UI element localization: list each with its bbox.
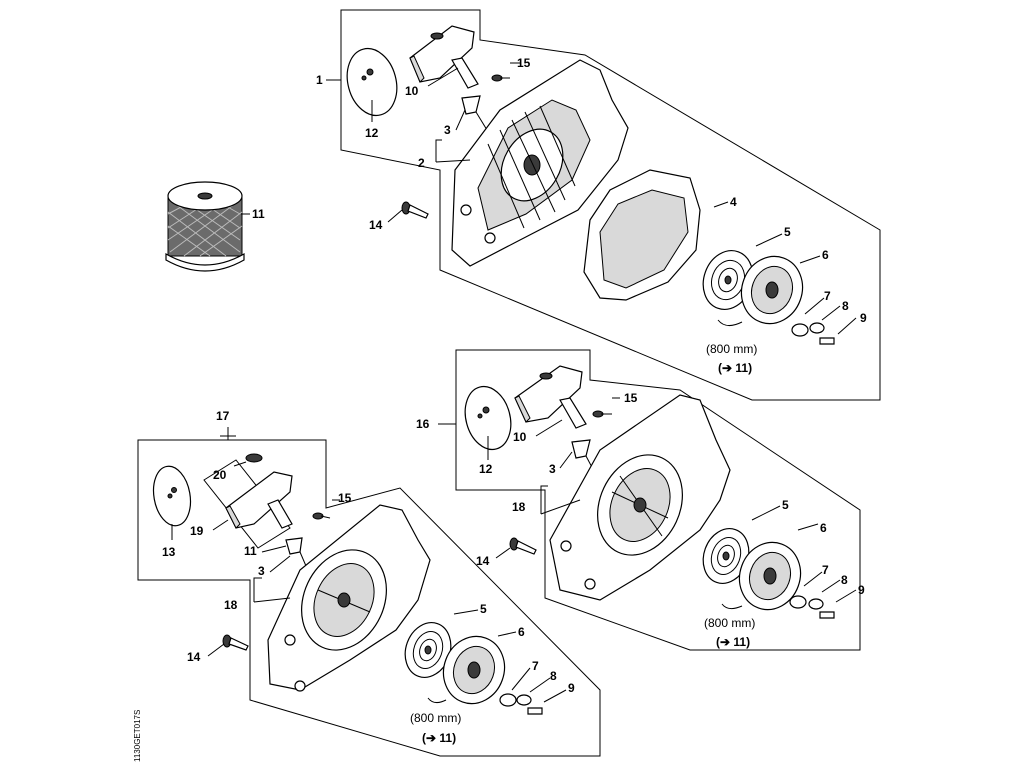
part-number-15: 15	[517, 56, 531, 70]
screw-part	[222, 634, 249, 651]
part-number-1: 1	[316, 73, 323, 87]
washer-part	[819, 611, 835, 619]
rewind-spring-part	[702, 528, 750, 584]
part-number-14: 14	[187, 650, 201, 664]
part-number-3: 3	[549, 462, 556, 476]
screw-part	[491, 74, 510, 82]
rewind-spring-part	[404, 622, 452, 678]
part-number-3: 3	[444, 123, 451, 137]
rope-guide-bushing-part	[285, 537, 303, 555]
cross-reference-label: (➔ 11)	[716, 635, 750, 649]
part-number-9: 9	[568, 681, 575, 695]
part-number-7: 7	[824, 289, 831, 303]
part-number-9: 9	[858, 583, 865, 597]
cover-disc-part	[464, 385, 512, 451]
part-number-8: 8	[841, 573, 848, 587]
cross-reference-label: (➔ 11)	[718, 361, 752, 375]
part-number-11: 11	[252, 207, 265, 221]
drawing-code: 1130GET017S	[133, 710, 142, 762]
spring-clip-part	[809, 322, 825, 334]
part-number-6: 6	[518, 625, 525, 639]
pawl-part	[499, 693, 517, 707]
part-number-5: 5	[480, 602, 487, 616]
part-number-14: 14	[476, 554, 490, 568]
part-number-16: 16	[416, 417, 430, 431]
part-number-8: 8	[842, 299, 849, 313]
part-number-15: 15	[624, 391, 638, 405]
fan-housing-part	[267, 504, 431, 692]
part-number-3: 3	[258, 564, 265, 578]
part-number-7: 7	[532, 659, 539, 673]
part-number-8: 8	[550, 669, 557, 683]
screw-part	[509, 537, 537, 555]
spring-clip-part	[808, 598, 824, 610]
part-number-10: 10	[405, 84, 419, 98]
rope-guide-bushing-part	[571, 439, 591, 459]
cover-disc-part	[346, 47, 398, 117]
fan-housing-part	[451, 59, 629, 267]
part-number-4: 4	[730, 195, 737, 209]
rope-spool-part: 11	[165, 181, 265, 272]
rope-length-label: (800 mm)	[410, 711, 461, 725]
assembly-outline-2	[455, 349, 861, 651]
part-number-12: 12	[365, 126, 379, 140]
part-number-19: 19	[190, 524, 204, 538]
part-number-2: 2	[418, 156, 425, 170]
assembly-group-2: 16 10 15 12 3 18 14 5 6 7 8 9 (800 mm) (…	[416, 349, 865, 651]
screw-part	[312, 512, 331, 520]
rope-length-label: (800 mm)	[706, 342, 757, 356]
part-number-13: 13	[162, 545, 176, 559]
pawl-part	[789, 595, 807, 609]
rope-rotor-part	[721, 541, 802, 611]
part-number-20: 20	[213, 468, 227, 482]
part-number-5: 5	[782, 498, 789, 512]
screw-part	[592, 410, 612, 418]
part-number-18: 18	[512, 500, 526, 514]
part-number-12: 12	[479, 462, 493, 476]
part-number-7: 7	[822, 563, 829, 577]
rope-length-label: (800 mm)	[704, 616, 755, 630]
part-number-17: 17	[216, 409, 230, 423]
assembly-group-1: 1 12 10 15 3 2 14 4 5 6 7 8 9 (800 mm) (…	[316, 9, 881, 401]
washer-part	[527, 707, 543, 715]
grip-insert-part	[245, 453, 263, 463]
part-number-14: 14	[369, 218, 383, 232]
part-number-10: 10	[513, 430, 527, 444]
screw-part	[401, 201, 429, 219]
part-number-11: 11	[244, 544, 257, 558]
pawl-part	[791, 323, 809, 337]
part-number-5: 5	[784, 225, 791, 239]
part-number-9: 9	[860, 311, 867, 325]
part-number-6: 6	[820, 521, 827, 535]
assembly-group-3: 17 20 19 15 13 11 3 18 14 5 6 7 8 9 (800…	[137, 409, 601, 757]
starter-grip-part	[225, 471, 293, 529]
rope-rotor-part	[427, 635, 506, 705]
rope-rotor-part	[717, 255, 804, 326]
starter-grip-part	[409, 25, 479, 89]
part-number-15: 15	[338, 491, 352, 505]
cross-reference-label: (➔ 11)	[422, 731, 456, 745]
spring-clip-part	[516, 694, 532, 706]
part-number-6: 6	[822, 248, 829, 262]
starter-cover-part	[583, 169, 701, 301]
fan-housing-part	[549, 394, 731, 601]
starter-grip-part	[514, 365, 587, 429]
assembly-outline-1	[340, 9, 881, 401]
assembly-outline-3	[137, 439, 601, 757]
part-number-18: 18	[224, 598, 238, 612]
washer-part	[819, 337, 835, 345]
